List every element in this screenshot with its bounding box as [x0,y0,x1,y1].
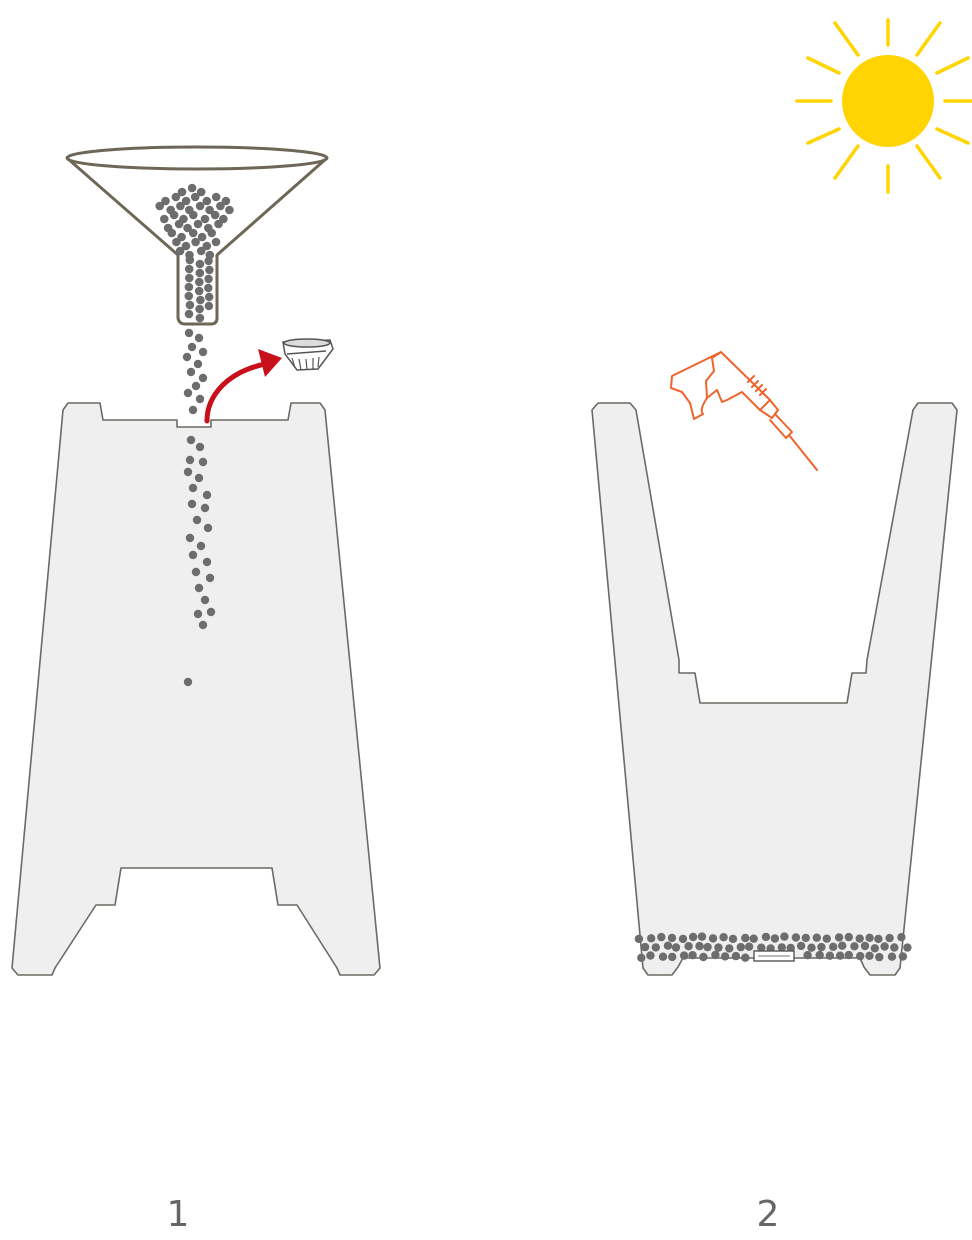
pellets-icon [634,932,912,962]
pellets-icon [155,183,234,323]
funnel-icon [65,145,329,326]
arrow-icon [204,349,282,424]
planter-1 [11,402,381,976]
bottle-cap-icon [282,338,334,371]
step-number-2: 2 [756,1194,780,1235]
step-number-1: 1 [166,1194,190,1235]
sun-icon [795,18,972,194]
pellets-icon [182,328,216,687]
drill-icon [670,351,818,471]
drain-plug-icon [753,950,795,962]
planter-2 [591,402,958,976]
